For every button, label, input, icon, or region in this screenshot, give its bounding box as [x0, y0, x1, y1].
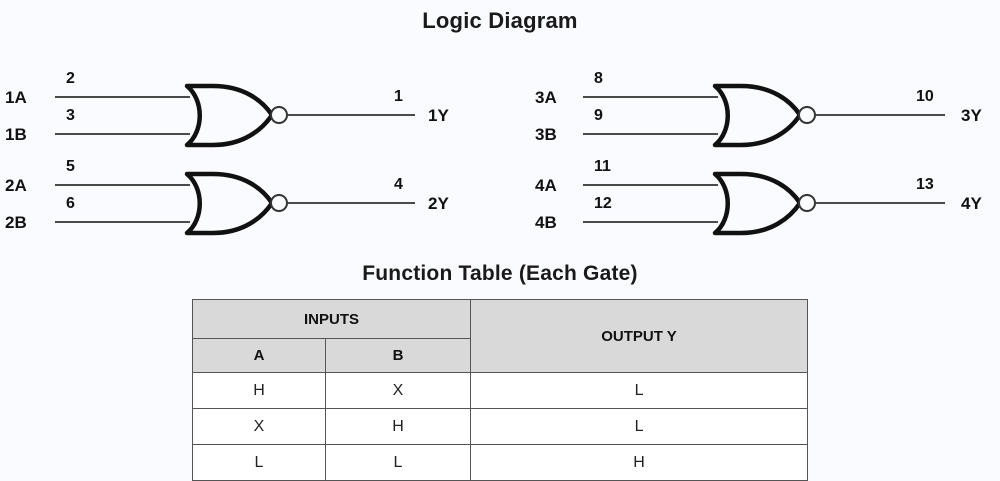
gate-4-pin-b: 12 — [594, 195, 612, 212]
cell-b-2: L — [324, 444, 472, 481]
gate-1-pin-a: 2 — [66, 70, 75, 87]
cell-y-2: H — [470, 444, 809, 481]
function-table-title: Function Table (Each Gate) — [362, 262, 638, 285]
header-column-b: B — [324, 338, 472, 373]
header-output-y: OUTPUT Y — [470, 299, 809, 373]
table-group-header-row: INPUTS OUTPUT Y — [191, 299, 809, 373]
gate-1-pin-b: 3 — [66, 107, 75, 124]
cell-y-1: L — [470, 408, 809, 445]
function-table-body: H X L X H L L L H — [192, 372, 809, 481]
gate-3-pin-b: 9 — [594, 107, 603, 124]
gate-3-pin-a: 8 — [594, 70, 603, 87]
gate-1-output-label: 1Y — [428, 106, 449, 125]
cell-a-0: H — [192, 372, 326, 409]
gate-4-input-a-label: 4A — [535, 176, 557, 195]
gate-2-input-a-label: 2A — [5, 176, 27, 195]
gate-2-nor-symbol — [184, 171, 275, 236]
gate-1-input-a-label: 1A — [5, 88, 27, 107]
gate-3-inversion-bubble — [798, 106, 816, 124]
gate-1-pin-y: 1 — [394, 88, 403, 105]
gate-1-inversion-bubble — [270, 106, 288, 124]
gate-3-input-a-label: 3A — [535, 88, 557, 107]
gate-2-input-b-label: 2B — [5, 213, 27, 232]
table-row: H X L — [192, 372, 809, 409]
cell-a-2: L — [192, 444, 326, 481]
gate-4-pin-y: 13 — [916, 176, 934, 193]
gate-2-inversion-bubble — [270, 194, 288, 212]
gate-2-pin-a: 5 — [66, 158, 75, 175]
gate-1-input-b-label: 1B — [5, 125, 27, 144]
gate-4-input-b-label: 4B — [535, 213, 557, 232]
cell-a-1: X — [192, 408, 326, 445]
table-row: L L H — [192, 444, 809, 481]
gate-3-output-label: 3Y — [961, 106, 982, 125]
cell-b-1: H — [324, 408, 472, 445]
header-inputs: INPUTS — [191, 299, 472, 339]
gate-2-group: 2A 2B 5 6 4 2Y — [5, 158, 449, 236]
gate-3-group: 3A 3B 8 9 10 3Y — [535, 70, 982, 148]
table-column-header-row: A B — [192, 338, 808, 373]
gate-4-inversion-bubble — [798, 194, 816, 212]
gate-1-group: 1A 1B 2 3 1 1Y — [5, 70, 449, 148]
header-column-a: A — [192, 338, 326, 373]
cell-y-0: L — [470, 372, 809, 409]
gate-3-nor-symbol — [712, 83, 803, 148]
function-table-head: INPUTS OUTPUT Y A B — [191, 299, 809, 373]
gate-2-output-label: 2Y — [428, 194, 449, 213]
gate-3-pin-y: 10 — [916, 88, 934, 105]
gate-1-nor-symbol — [184, 83, 275, 148]
page-title: Logic Diagram — [422, 8, 578, 33]
logic-diagram-figure: 1A 1B 2 3 1 1Y 2A 2B 5 6 4 2Y — [5, 70, 982, 236]
gate-4-nor-symbol — [712, 171, 803, 236]
cell-b-0: X — [324, 372, 472, 409]
gate-4-group: 4A 4B 11 12 13 4Y — [535, 158, 982, 236]
function-table: INPUTS OUTPUT Y A B H X L X H L L L H — [191, 299, 809, 481]
table-row: X H L — [192, 408, 809, 445]
gate-2-pin-b: 6 — [66, 195, 75, 212]
gate-4-output-label: 4Y — [961, 194, 982, 213]
gate-3-input-b-label: 3B — [535, 125, 557, 144]
gate-4-pin-a: 11 — [594, 158, 611, 175]
gate-2-pin-y: 4 — [394, 176, 403, 193]
